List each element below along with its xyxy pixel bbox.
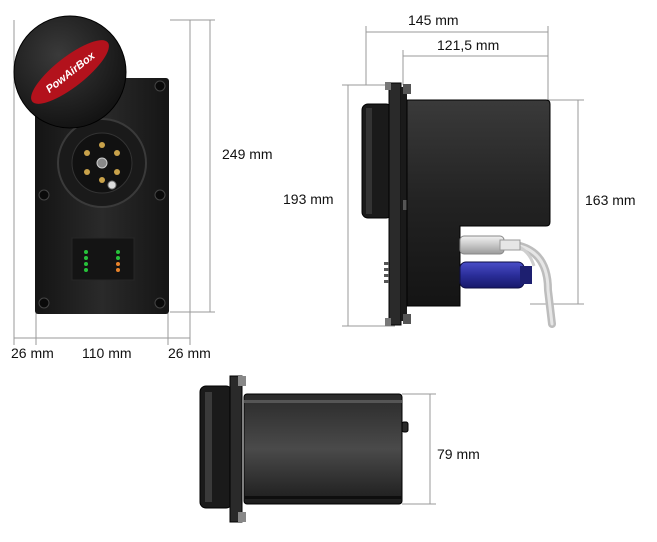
side-body-height-label: 163 mm [585,192,636,208]
brand-label-background [31,40,109,104]
top-cap [199,385,233,509]
top-sensor-nub [401,421,409,433]
top-view: 79 mm [199,375,480,523]
front-margin-left-label: 26 mm [11,345,54,361]
silver-sensor-tip [499,239,521,251]
side-screw-nut [403,314,411,324]
silver-sensor [459,235,505,255]
side-overall-width-label: 145 mm [408,12,459,28]
front-width-label: 110 mm [82,345,132,361]
side-vent [384,268,389,271]
side-screw-head [385,82,391,90]
side-screw-nut [403,84,411,94]
screw-mid-right [154,189,166,201]
screw-mid-left [38,189,50,201]
screw-top-right [154,80,166,92]
connector-pin [114,169,120,175]
connector-valve [107,180,117,190]
top-screw-nut [238,376,246,386]
side-cap-highlight [366,108,372,214]
blue-sensor-cap [520,266,532,284]
cable-grey-highlight [518,244,554,326]
led-green [116,256,120,260]
led-green [84,256,88,260]
top-body [243,393,403,505]
side-vent [384,280,389,283]
side-view: 145 mm 121,5 mm 193 mm 163 mm [283,12,636,328]
connector-pin [114,150,120,156]
side-vent [384,262,389,265]
led-green [84,250,88,254]
blue-sensor [459,261,525,289]
front-view: PowAirBox 249 mm 26 mm 110 mm 26 mm [11,15,273,361]
brand-label: PowAirBox [31,40,109,104]
screw-bottom-right [154,297,166,309]
led-green [116,250,120,254]
front-margin-right-label: 26 mm [168,345,211,361]
led-green [84,262,88,266]
front-height-label: 249 mm [222,146,273,162]
led-green [84,268,88,272]
top-mounting-plate [229,375,243,523]
top-body-edge [244,400,402,403]
top-screw-nut [238,512,246,522]
side-mounting-plate [388,82,402,326]
connector-pin [99,142,105,148]
side-body-width-label: 121,5 mm [437,37,499,53]
led-panel [71,237,135,281]
connector-pin [99,177,105,183]
top-cap-highlight [205,392,212,502]
side-screw-head [385,318,391,326]
connector-pin [84,150,90,156]
side-body [406,99,551,307]
led-orange [116,268,120,272]
top-body-edge [244,496,402,499]
led-orange [116,262,120,266]
connector-center-pin [96,157,108,169]
connector-pin [84,169,90,175]
screw-bottom-left [38,297,50,309]
side-overall-height-label: 193 mm [283,191,334,207]
side-vent [384,274,389,277]
top-depth-label: 79 mm [437,446,480,462]
